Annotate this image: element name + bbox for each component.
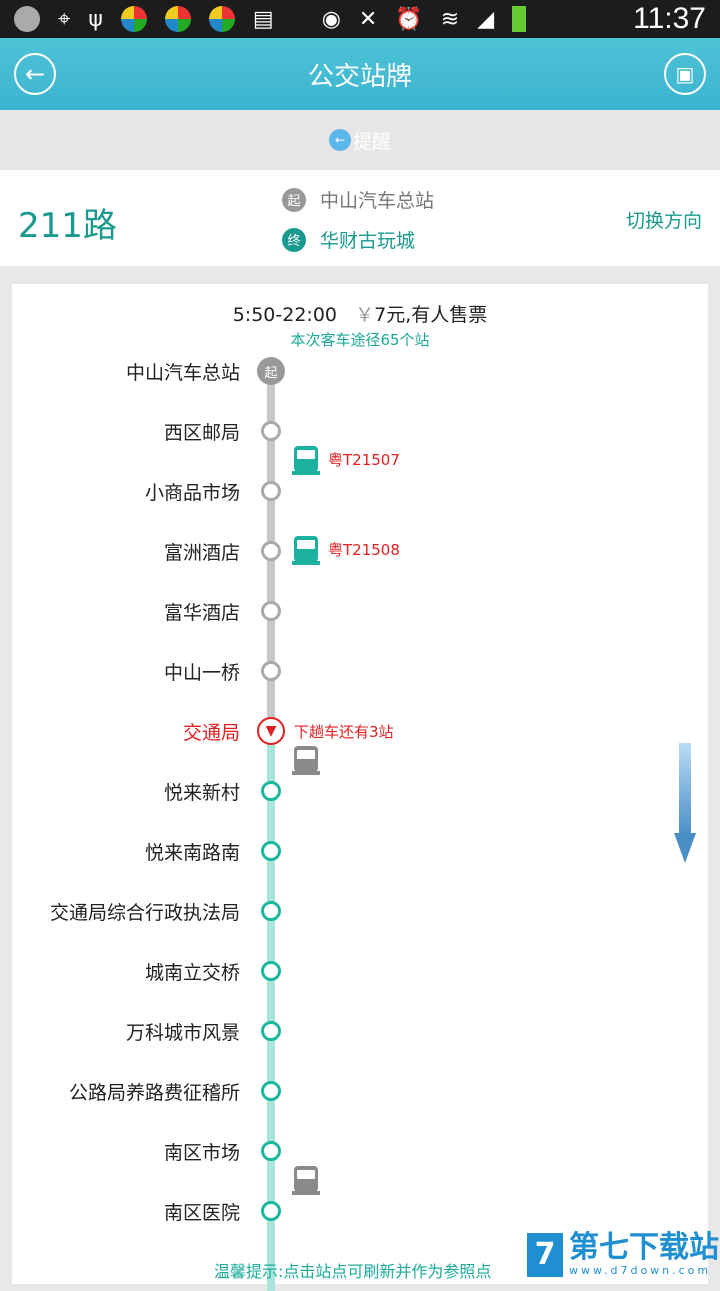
station-item[interactable]: 南区市场 xyxy=(12,1136,708,1166)
gps-icon: ⌖ xyxy=(58,6,71,32)
station-item[interactable]: 南区医院 xyxy=(12,1196,708,1226)
bus-marker[interactable]: 粤T21508 xyxy=(292,536,400,565)
wifi-icon: ≋ xyxy=(440,6,460,32)
station-marker xyxy=(261,541,281,561)
station-board: 5:50-22:00 ￥7元,有人售票 本次客车途径65个站 中山汽车总站起西区… xyxy=(12,284,708,1291)
station-marker xyxy=(261,1081,281,1101)
station-item[interactable]: 中山一桥 xyxy=(12,656,708,686)
station-name: 中山汽车总站 xyxy=(125,362,240,384)
app-header: ← 公交站牌 ▣ xyxy=(0,38,720,110)
station-name: 悦来南路南 xyxy=(144,842,240,864)
end-badge: 终 xyxy=(282,227,306,252)
station-marker xyxy=(261,841,281,861)
station-item[interactable]: 中山汽车总站起 xyxy=(12,356,708,386)
station-name: 南区市场 xyxy=(163,1142,240,1164)
bus-marker[interactable] xyxy=(292,1166,328,1195)
sim-icon: ▤ xyxy=(252,6,274,32)
station-marker xyxy=(261,601,281,621)
station-item[interactable]: 悦来新村 xyxy=(12,776,708,806)
station-name: 城南立交桥 xyxy=(144,962,240,984)
station-name: 富洲酒店 xyxy=(163,542,240,564)
start-badge: 起 xyxy=(282,187,306,212)
scroll-down-arrow-icon[interactable] xyxy=(674,743,696,863)
station-item[interactable]: 交通局综合行政执法局 xyxy=(12,896,708,926)
station-name: 中山一桥 xyxy=(163,662,240,684)
station-item[interactable]: 公路局养路费征稽所 xyxy=(12,1076,708,1106)
save-icon[interactable]: ▣ xyxy=(664,53,706,95)
station-marker: ▼ xyxy=(257,717,285,745)
station-marker: 起 xyxy=(257,357,285,385)
station-name: 公路局养路费征稽所 xyxy=(68,1082,240,1104)
yen-symbol: ￥ xyxy=(355,304,375,326)
clock: 11:37 xyxy=(633,2,706,35)
station-marker xyxy=(261,781,281,801)
bus-icon xyxy=(292,746,320,775)
eye-icon: ◉ xyxy=(321,6,341,32)
station-item[interactable]: 富华酒店 xyxy=(12,596,708,626)
weather-icon xyxy=(14,6,40,32)
switch-direction-button[interactable]: 切换方向 xyxy=(625,210,702,232)
usb-icon: ψ xyxy=(88,6,103,32)
station-name: 西区邮局 xyxy=(163,422,240,444)
fare: 7元,有人售票 xyxy=(374,304,488,326)
station-item[interactable]: 城南立交桥 xyxy=(12,956,708,986)
station-item[interactable]: 交通局 ▼ xyxy=(12,716,708,746)
station-marker xyxy=(261,481,281,501)
remind-label: 提醒 xyxy=(352,130,391,153)
station-name: 交通局 xyxy=(182,722,240,744)
hint-text: 温馨提示:点击站点可刷新并作为参照点 xyxy=(214,1262,492,1281)
bus-icon xyxy=(292,536,320,565)
signal-icon: ◢ xyxy=(477,6,495,32)
station-item[interactable]: 富洲酒店 xyxy=(12,536,708,566)
bus-marker[interactable] xyxy=(292,746,328,775)
end-station: 华财古玩城 xyxy=(320,230,416,252)
app-icon xyxy=(208,6,235,32)
app-icon xyxy=(164,6,191,32)
bus-icon xyxy=(292,446,320,475)
current-note: 下趟车还有3站 xyxy=(294,723,394,741)
route-bar: 211路 起 中山汽车总站 终 华财古玩城 切换方向 xyxy=(0,170,720,266)
start-station: 中山汽车总站 xyxy=(320,190,435,212)
status-bar: ⌖ ψ ▤ ◉ ✕ ⏰ ≋ ◢ 11:37 xyxy=(0,0,720,38)
start-terminal: 起 中山汽车总站 xyxy=(282,186,434,213)
station-item[interactable]: 小商品市场 xyxy=(12,476,708,506)
station-item[interactable]: 悦来南路南 xyxy=(12,836,708,866)
app-icon xyxy=(120,6,147,32)
back-arrow-icon[interactable]: ← xyxy=(14,53,56,95)
station-name: 悦来新村 xyxy=(163,782,240,804)
station-marker xyxy=(261,1021,281,1041)
station-name: 小商品市场 xyxy=(144,482,240,504)
alarm-icon: ⏰ xyxy=(395,6,423,32)
mute-icon: ✕ xyxy=(358,6,378,32)
d7-logo-icon: 7 xyxy=(527,1232,563,1277)
station-item[interactable]: 万科城市风景 xyxy=(12,1016,708,1046)
station-marker xyxy=(261,961,281,981)
station-item[interactable]: 西区邮局 xyxy=(12,416,708,446)
station-marker xyxy=(261,901,281,921)
route-info: 5:50-22:00 ￥7元,有人售票 xyxy=(12,300,708,327)
page-title: 公交站牌 xyxy=(307,62,412,92)
route-number: 211路 xyxy=(18,206,117,246)
station-marker xyxy=(261,1201,281,1221)
station-marker xyxy=(261,661,281,681)
remind-button[interactable]: ← 提醒 xyxy=(0,110,720,170)
route-line-upcoming xyxy=(267,731,275,1291)
bus-marker[interactable]: 粤T21507 xyxy=(292,446,400,475)
station-marker xyxy=(261,421,281,441)
bus-plate: 粤T21508 xyxy=(328,540,400,559)
station-name: 交通局综合行政执法局 xyxy=(49,902,240,924)
battery-icon xyxy=(512,6,527,32)
station-name: 富华酒店 xyxy=(163,602,240,624)
bus-icon xyxy=(292,1166,320,1195)
station-count: 本次客车途径65个站 xyxy=(290,331,430,349)
station-marker xyxy=(261,1141,281,1161)
alarm-clock-icon: ← xyxy=(328,129,351,151)
bus-plate: 粤T21507 xyxy=(328,450,400,469)
end-terminal: 终 华财古玩城 xyxy=(282,226,415,253)
service-hours: 5:50-22:00 xyxy=(232,304,337,326)
station-name: 万科城市风景 xyxy=(125,1022,240,1044)
station-name: 南区医院 xyxy=(163,1202,240,1224)
